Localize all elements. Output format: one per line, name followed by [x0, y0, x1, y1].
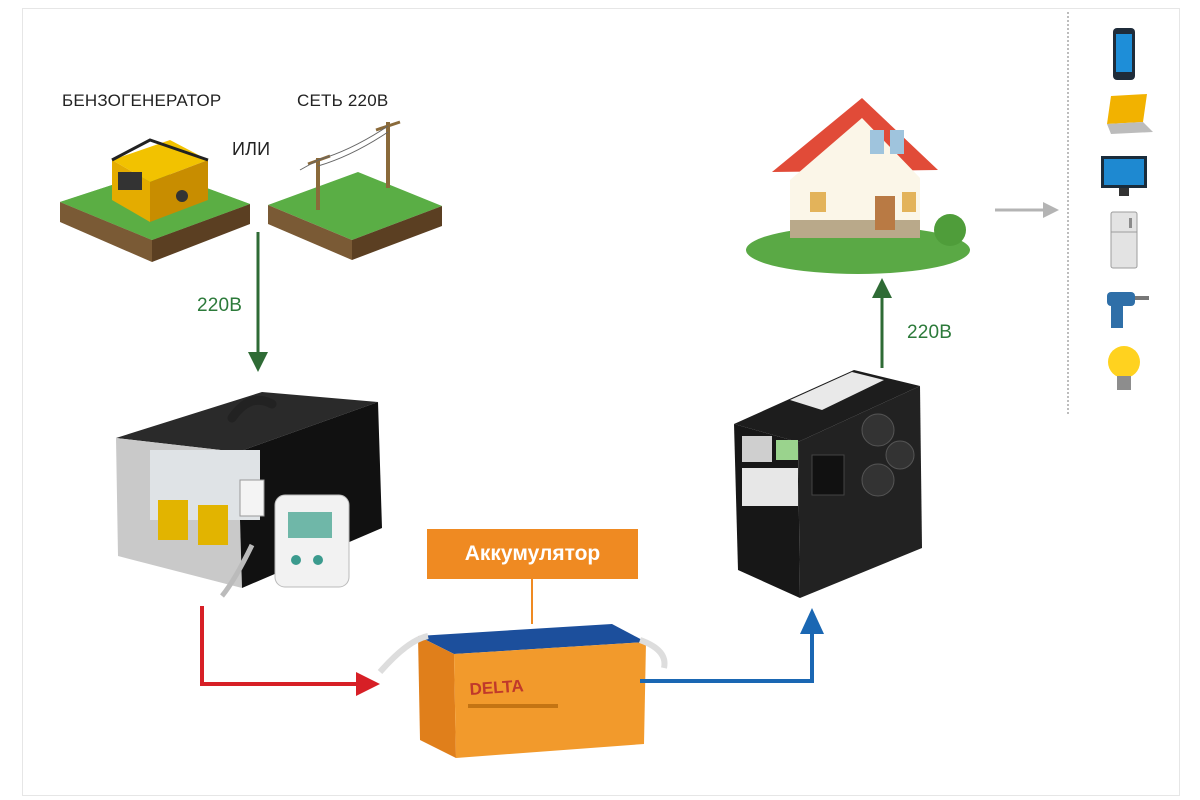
or-label: ИЛИ	[232, 139, 271, 159]
consumer-devices	[1067, 12, 1175, 414]
output-voltage-label: 220В	[907, 322, 953, 343]
drill-icon	[1107, 292, 1149, 328]
arrow-input-head	[248, 352, 268, 372]
grid-label: СЕТЬ 220В	[297, 91, 389, 110]
arrow-discharge	[640, 632, 814, 683]
battery-label: Аккумулятор	[464, 542, 601, 565]
arrow-charge	[200, 606, 360, 686]
laptop-icon	[1107, 94, 1153, 134]
bulb-icon	[1108, 346, 1140, 390]
house-illustration	[746, 98, 970, 274]
battery-brand: DELTA	[469, 676, 524, 699]
inverter-illustration	[734, 370, 922, 598]
arrow-discharge-head	[800, 608, 824, 634]
battery-label-box: Аккумулятор	[427, 529, 638, 579]
generator-label: БЕНЗОГЕНЕРАТОР	[62, 91, 222, 110]
input-voltage-label: 220В	[197, 295, 243, 316]
smartphone-icon	[1113, 28, 1135, 80]
power-grid-illustration	[268, 120, 442, 260]
battery-illustration: DELTA	[377, 624, 668, 758]
diagram-frame	[22, 8, 1180, 796]
charger-illustration	[116, 392, 382, 598]
arrow-consumers-head	[1043, 202, 1059, 218]
arrow-charge-head	[356, 672, 380, 696]
arrow-output-head	[872, 278, 892, 298]
fridge-icon	[1110, 211, 1138, 269]
tv-icon	[1101, 156, 1147, 196]
generator-illustration	[60, 138, 250, 262]
